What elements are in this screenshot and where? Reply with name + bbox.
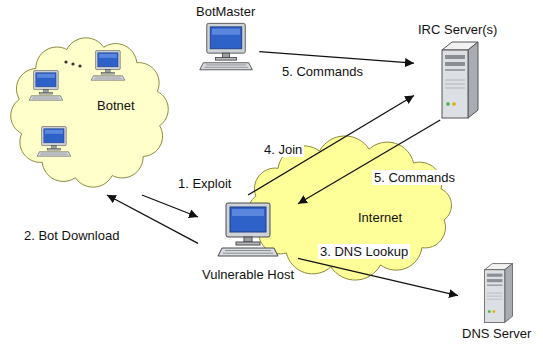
- edge-label: 2. Bot Download: [22, 228, 121, 243]
- node-label: Vulnerable Host: [202, 267, 294, 283]
- connector-arrow: [259, 52, 414, 64]
- server-icon: [434, 40, 482, 120]
- edge-label: 4. Join: [262, 142, 304, 157]
- edge-label: 5. Commands: [372, 170, 457, 185]
- edge-label: 3. DNS Lookup: [318, 244, 410, 259]
- botnet-cloud: Botnet: [2, 30, 177, 195]
- node-label: Internet: [358, 210, 402, 226]
- server-icon: [475, 262, 519, 324]
- node-label: IRC Server(s): [418, 22, 497, 38]
- dns-server: DNS Server: [458, 262, 535, 342]
- connector-arrow: [298, 120, 440, 204]
- vulnerable-host: Vulnerable Host: [198, 195, 298, 283]
- computer-icon: [216, 195, 280, 265]
- connector-arrow: [142, 195, 198, 217]
- botmaster-computer: BotMaster: [192, 4, 259, 72]
- computer-icon: [198, 22, 254, 72]
- cloud-outline: [2, 30, 177, 195]
- edge-label: 1. Exploit: [176, 176, 233, 191]
- node-label: DNS Server: [462, 326, 531, 342]
- bot-computer: [29, 71, 63, 101]
- bot-computer: [91, 51, 125, 81]
- bot-computer: [37, 127, 71, 157]
- node-label: BotMaster: [196, 4, 255, 20]
- irc-server: IRC Server(s): [414, 22, 501, 120]
- node-label: Botnet: [97, 98, 135, 114]
- edge-label: 5. Commands: [280, 64, 365, 79]
- connector-arrow: [298, 258, 458, 295]
